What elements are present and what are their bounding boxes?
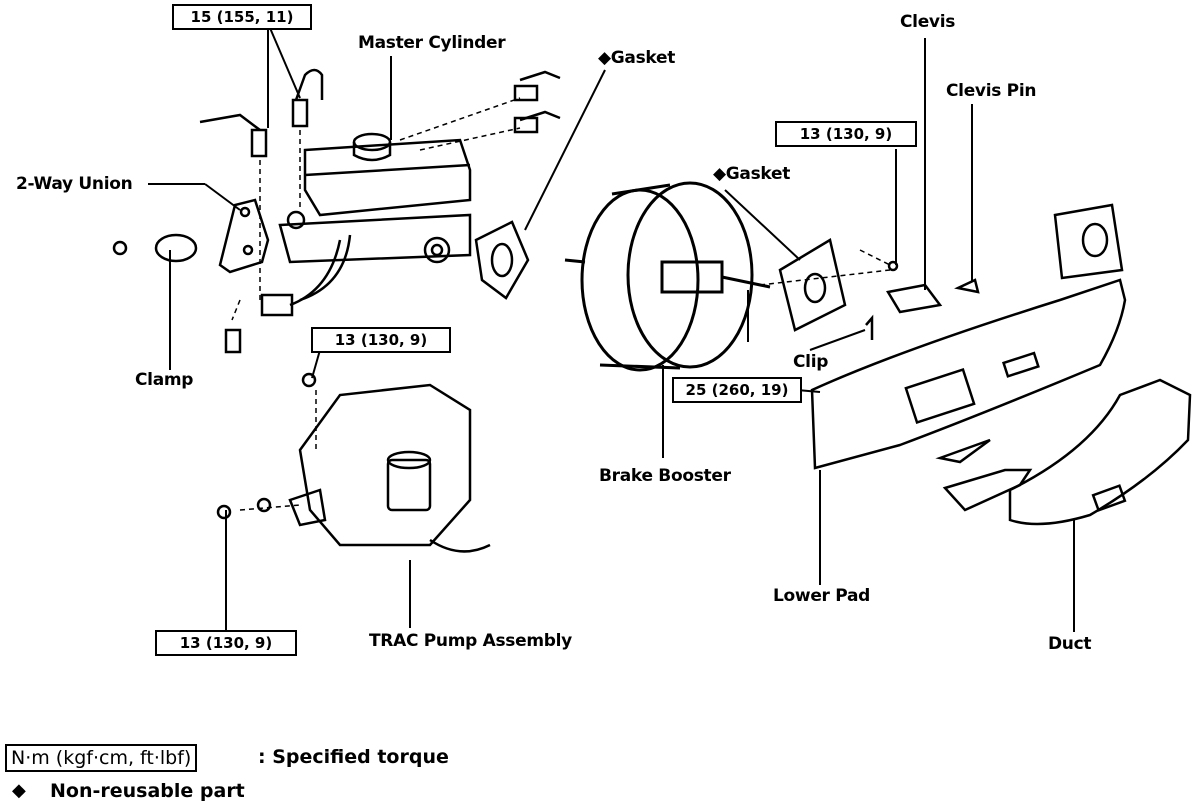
gasket-2-drawing: [778, 238, 847, 332]
gasket-1-drawing: [474, 220, 530, 300]
label-trac-pump: TRAC Pump Assembly: [369, 631, 572, 651]
label-master-cylinder: Master Cylinder: [358, 33, 506, 53]
non-reusable-icon: ◆: [12, 780, 26, 800]
brake-lines-drawing: [199, 68, 561, 158]
trac-pump-drawing: [216, 372, 491, 553]
master-cylinder-drawing: [260, 132, 472, 317]
label-gasket-1: ◆Gasket: [598, 48, 676, 68]
duct-drawing: [942, 378, 1192, 526]
label-lower-pad: Lower Pad: [773, 586, 870, 606]
label-clevis-pin: Clevis Pin: [946, 81, 1037, 101]
legend-torque-unit: N·m (kgf·cm, ft·lbf): [5, 744, 198, 772]
torque-box-pump-top: 13 (130, 9): [311, 327, 451, 353]
label-clevis: Clevis: [900, 12, 956, 32]
non-reusable-icon: ◆: [713, 164, 726, 184]
non-reusable-icon: ◆: [598, 48, 611, 68]
brake-booster-drawing: [564, 181, 771, 372]
label-brake-booster: Brake Booster: [599, 466, 731, 486]
legend-torque-desc: : Specified torque: [258, 746, 449, 768]
torque-box-brake-lines: 15 (155, 11): [172, 4, 312, 30]
legend-nonreusable-desc: Non-reusable part: [50, 780, 245, 802]
label-gasket-2: ◆Gasket: [713, 164, 791, 184]
torque-box-pump-bolt: 13 (130, 9): [155, 630, 297, 656]
clevis-drawing: [865, 260, 980, 340]
label-clamp: Clamp: [135, 370, 194, 390]
label-two-way-union: 2-Way Union: [16, 174, 133, 194]
torque-box-clevis-nut: 13 (130, 9): [775, 121, 917, 147]
leader-lines: [148, 27, 1075, 632]
two-way-union-drawing: [112, 198, 270, 354]
lower-pad-drawing: [810, 203, 1127, 470]
label-duct: Duct: [1048, 634, 1092, 654]
torque-box-booster: 25 (260, 19): [672, 377, 802, 403]
label-clip: Clip: [793, 352, 829, 372]
